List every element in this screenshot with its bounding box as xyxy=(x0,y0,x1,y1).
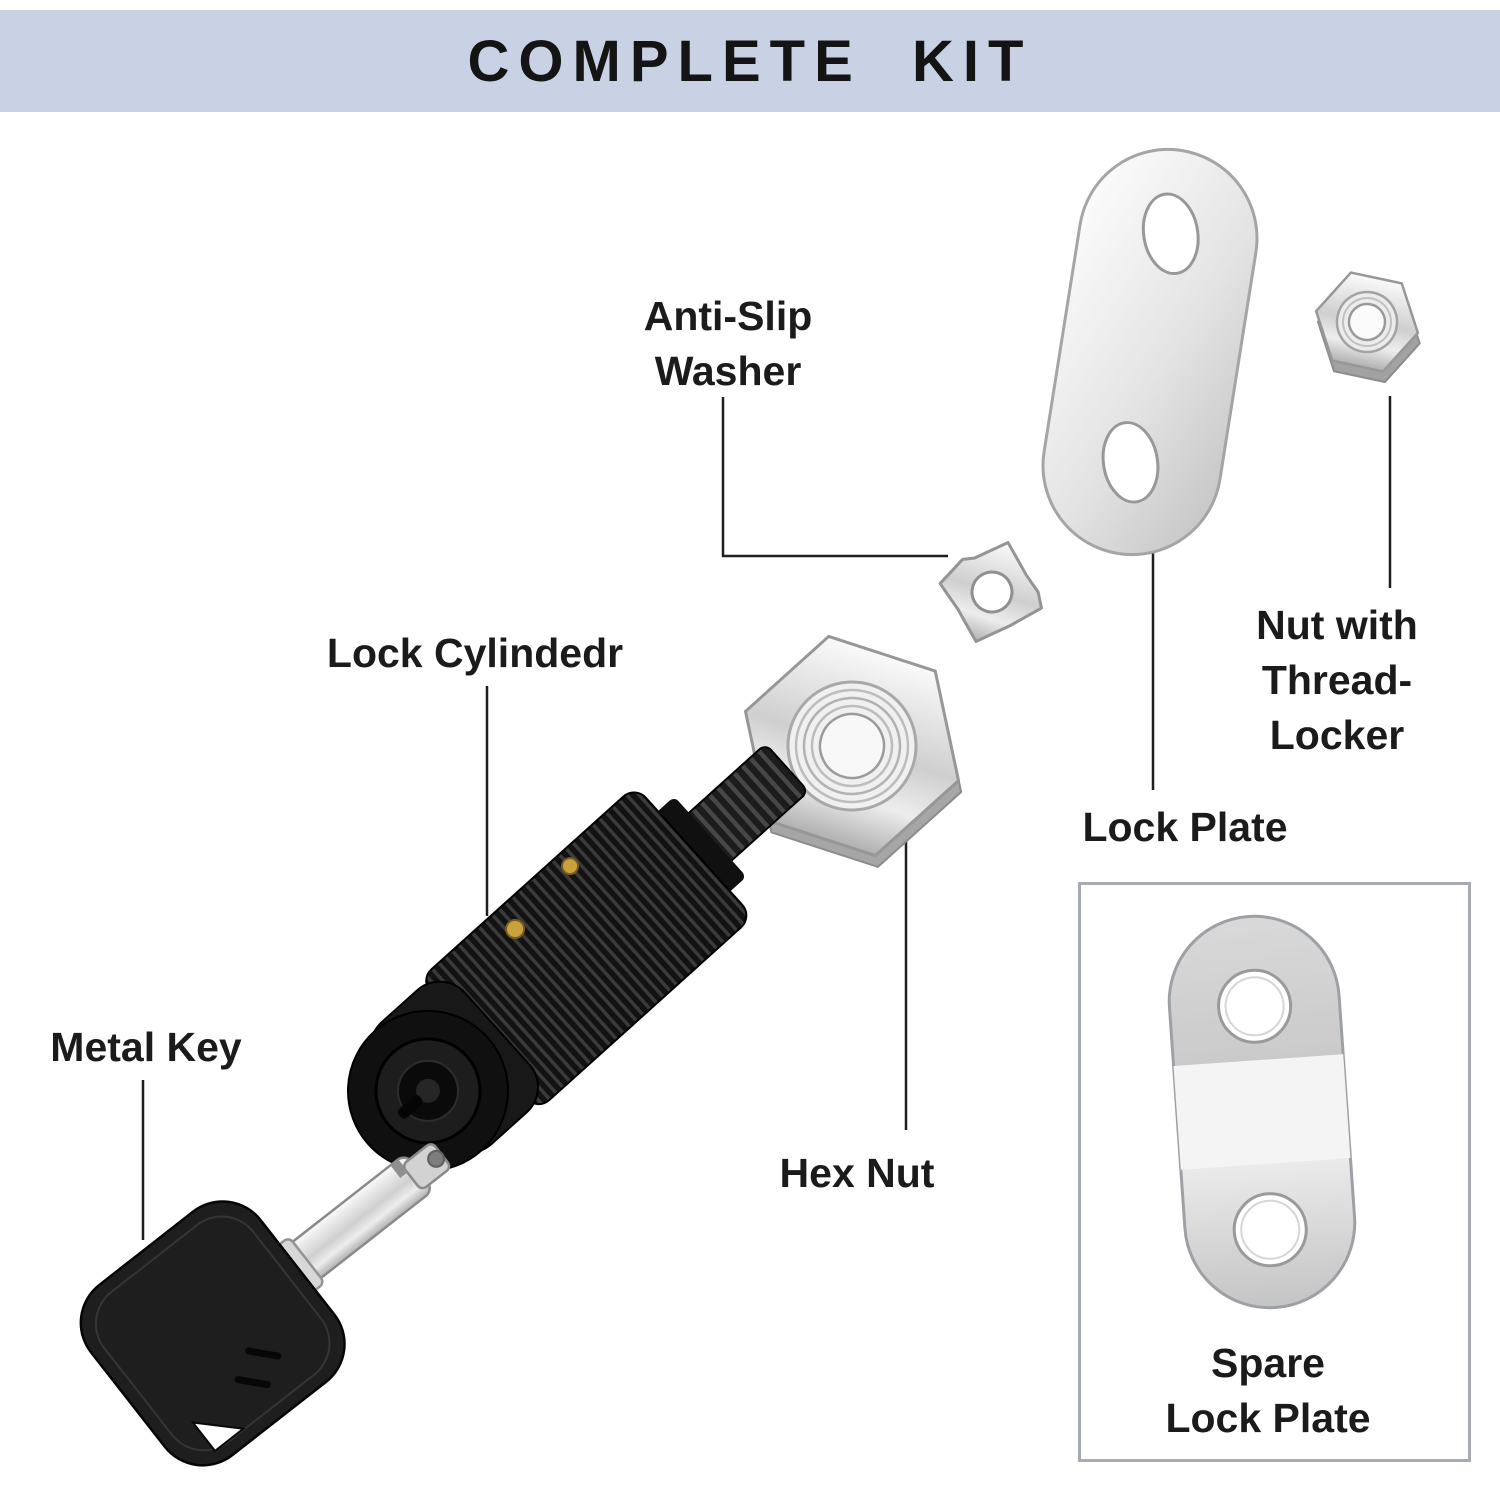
anti-slip-washer-illustration xyxy=(938,541,1043,643)
lock-cylinder-illustration xyxy=(346,746,807,1172)
label-nut-with-thread-locker: Nut with Thread-Locker xyxy=(1256,602,1418,758)
hex-nut-illustration xyxy=(743,634,963,869)
spare-lock-plate-illustration xyxy=(1167,914,1357,1310)
label-lock-plate: Lock Plate xyxy=(1082,804,1288,850)
label-spare-lock-plate: Spare Lock Plate xyxy=(1165,1340,1371,1441)
label-hex-nut: Hex Nut xyxy=(779,1150,935,1196)
leader-line-anti-slip-washer xyxy=(721,397,948,558)
label-lock-cylinder: Lock Cylindedr xyxy=(326,630,624,676)
brass-pin-icon xyxy=(505,919,526,940)
header-banner: COMPLETE KIT xyxy=(0,10,1500,112)
lock-plate-illustration xyxy=(1041,147,1259,557)
metal-key-illustration xyxy=(79,1143,451,1467)
brass-pin-icon xyxy=(561,857,580,876)
label-metal-key: Metal Key xyxy=(50,1024,242,1070)
thread-locker-nut-illustration xyxy=(1314,271,1421,384)
label-anti-slip-washer: Anti-Slip Washer xyxy=(643,293,813,394)
page-title: COMPLETE KIT xyxy=(467,28,1033,94)
